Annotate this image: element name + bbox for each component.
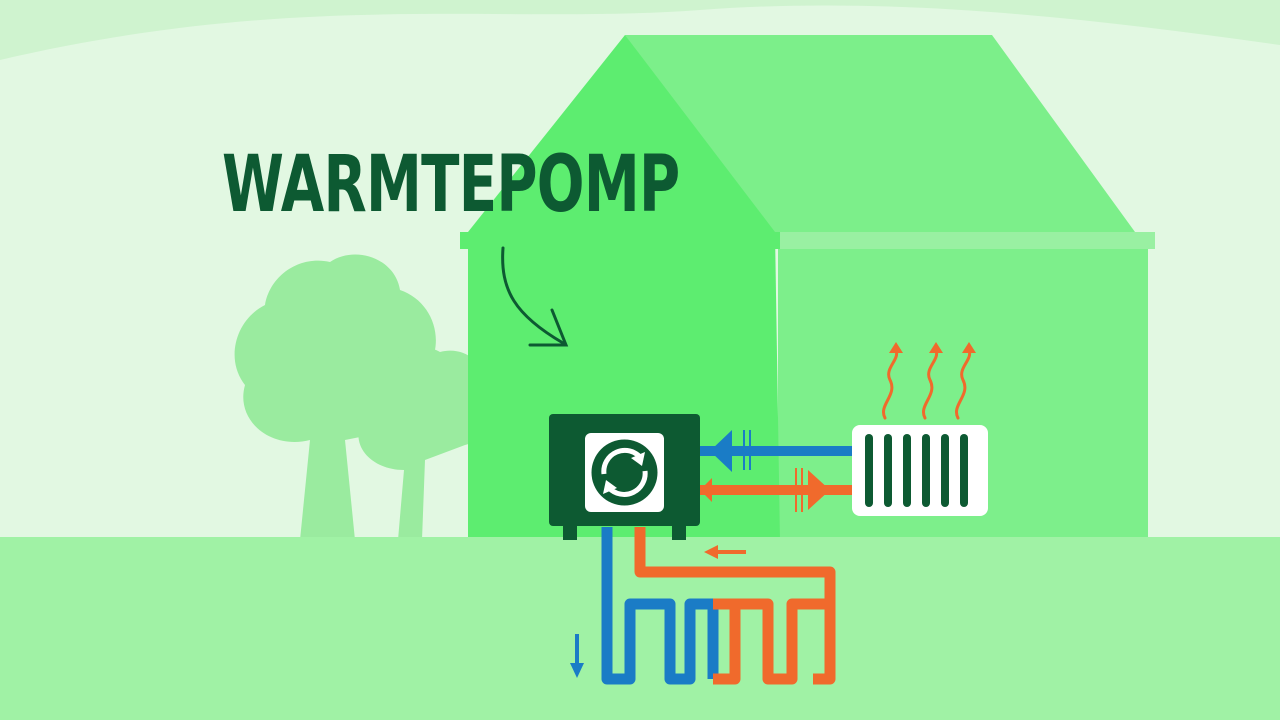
- house-eave: [760, 232, 1155, 249]
- house-roof-right: [625, 35, 1135, 232]
- house-gable: [468, 35, 780, 541]
- radiator-pipes: [700, 430, 852, 512]
- diagram-title: WARMTEPOMP: [222, 140, 680, 230]
- heat-pump-unit: [549, 414, 700, 540]
- recycle-arrows-icon: [601, 447, 648, 497]
- radiator: [852, 425, 988, 516]
- heat-wave-icon: [882, 348, 972, 420]
- ground-loop: [601, 527, 836, 685]
- pointer-arrow-icon: [501, 246, 569, 347]
- house-gable-eave: [460, 232, 780, 249]
- cold-ground-pipe: [601, 527, 719, 685]
- hot-supply-pipe: [700, 485, 852, 495]
- trees: [234, 254, 491, 540]
- background-hills: [0, 0, 1280, 60]
- hot-ground-pipe: [634, 527, 836, 685]
- flow-arrow-icon: [570, 545, 746, 678]
- cold-return-pipe: [700, 446, 852, 456]
